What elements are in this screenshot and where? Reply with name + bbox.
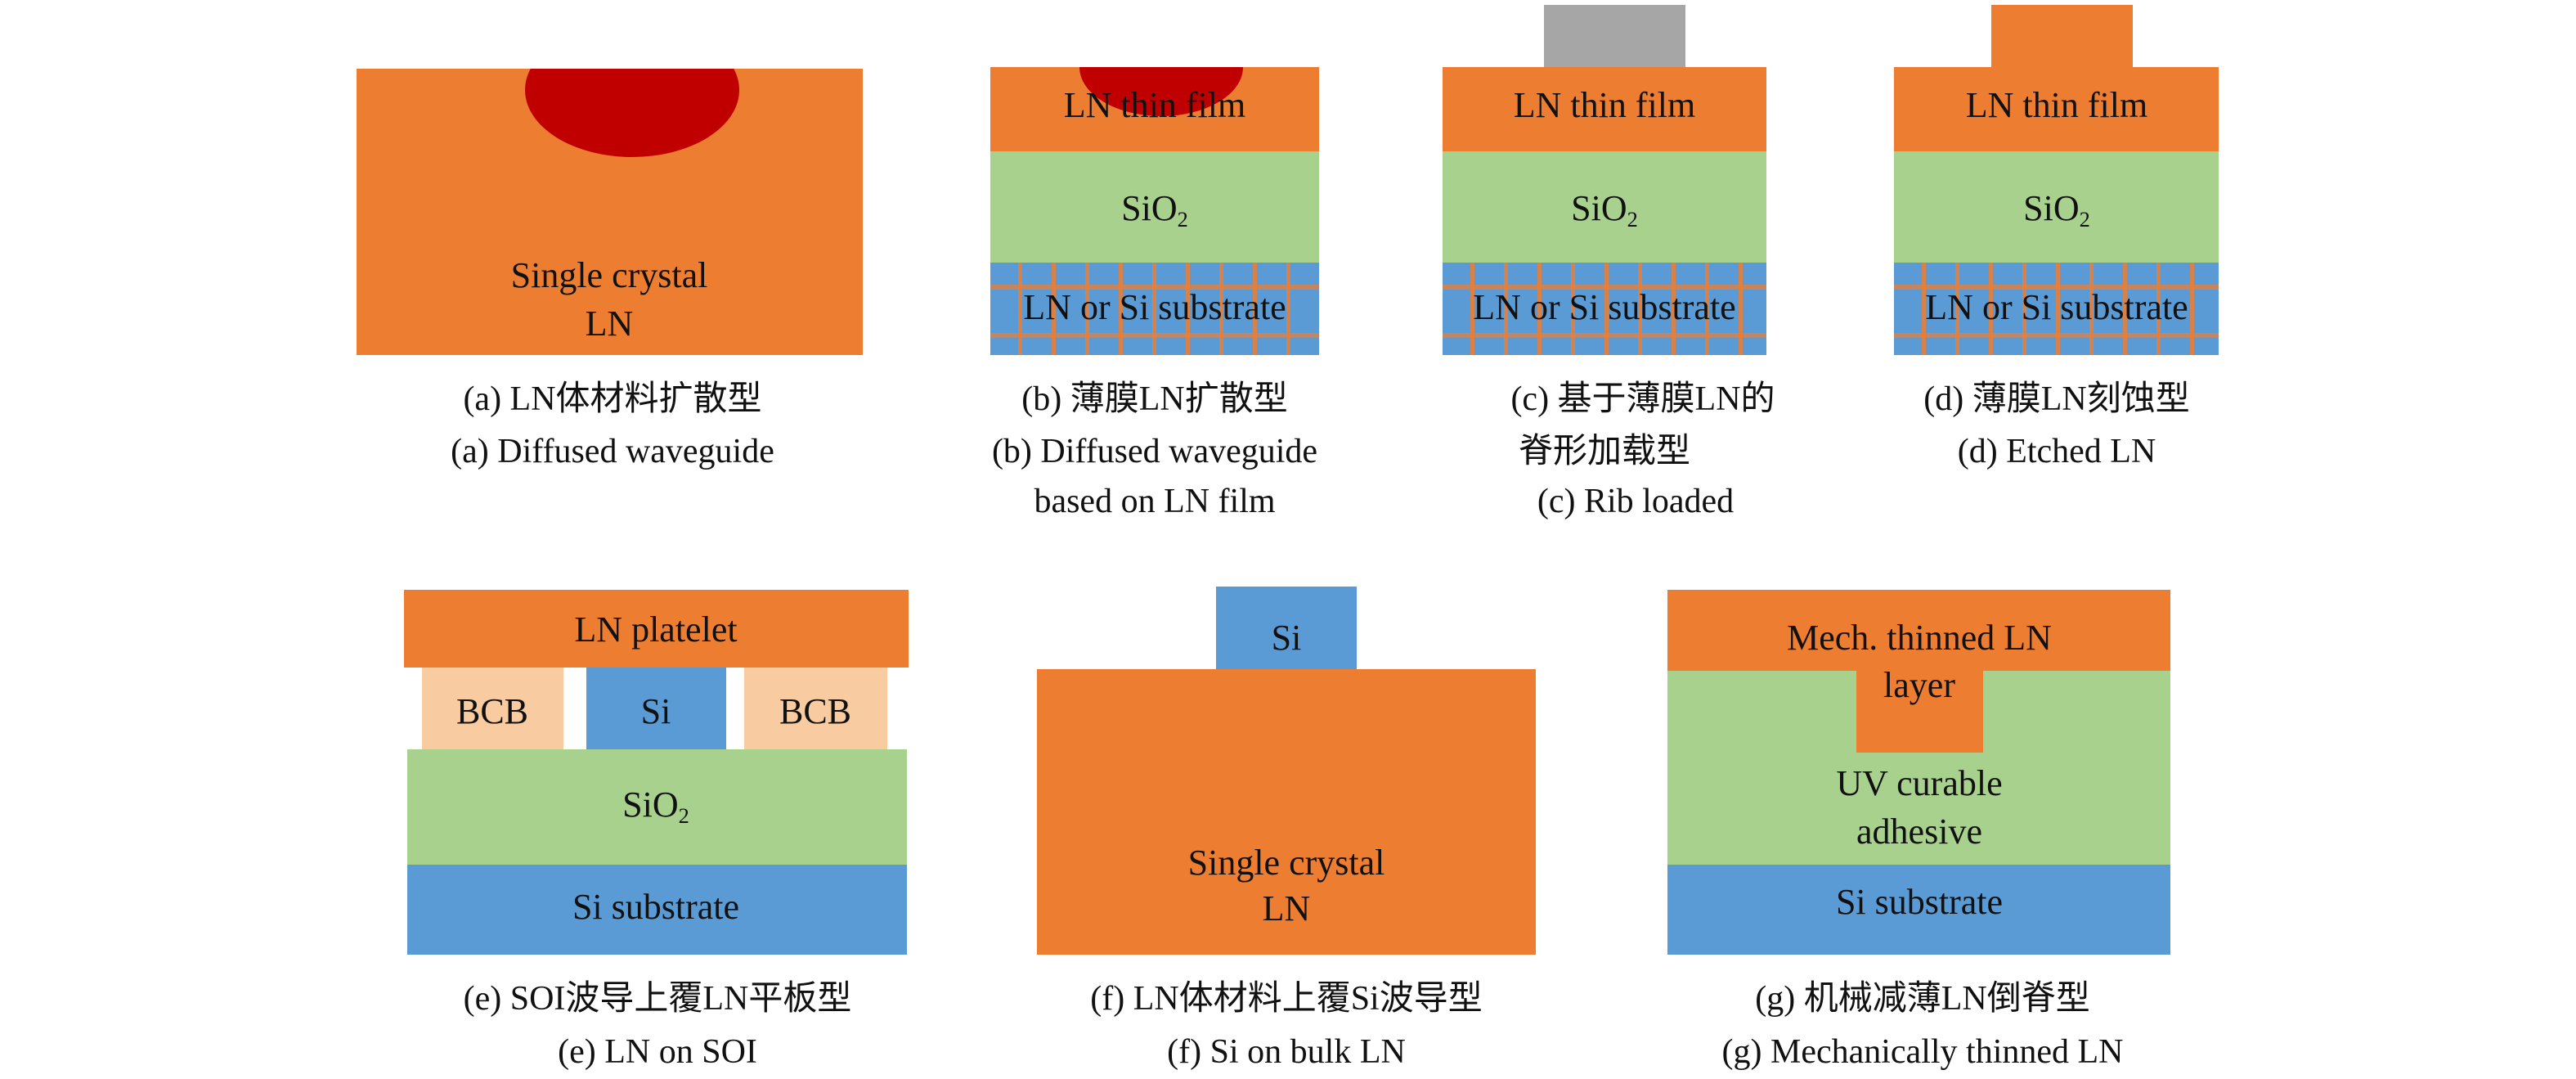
label-si: Si (640, 691, 671, 731)
caption-cn: (g) 机械减薄LN倒脊型 (1755, 980, 2090, 1018)
label-substrate: Si substrate (1835, 882, 2004, 922)
label-film: LN thin film (1513, 85, 1696, 125)
caption-en: (f) Si on bulk LN (1167, 1033, 1406, 1071)
rib-load (1544, 5, 1685, 67)
ln-thin-film-layer (1443, 67, 1766, 151)
caption-cn-1: (c) 基于薄膜LN的 (1510, 380, 1775, 418)
label-film: LN thin film (1063, 85, 1246, 125)
caption-en: (d) Etched LN (1957, 433, 2156, 470)
caption-cn: (a) LN体材料扩散型 (463, 380, 762, 418)
label-thinned-ln: Mech. thinned LN (1787, 618, 2052, 658)
si-substrate (1667, 865, 2170, 955)
label-sio2-base: SiO (1121, 187, 1178, 228)
caption-en: (g) Mechanically thinned LN (1721, 1033, 2124, 1071)
bcb-left (422, 668, 563, 753)
sio2-layer (1443, 151, 1766, 263)
caption-en: (c) Rib loaded (1537, 483, 1735, 520)
label-sio2-sub: 2 (2079, 206, 2090, 232)
ln-thin-film-layer (990, 67, 1319, 151)
label-bcb-left: BCB (456, 691, 529, 731)
caption-en: (a) Diffused waveguide (451, 433, 774, 470)
ln-platelet (404, 590, 909, 668)
bulk-ln-block (357, 69, 863, 355)
sio2-layer (407, 749, 907, 865)
caption-en-2: based on LN film (1034, 483, 1276, 520)
etched-ridge (1991, 5, 2133, 69)
label-sio2: SiO2 (1571, 187, 1638, 232)
label-sio2: SiO2 (622, 784, 689, 828)
label-adhesive: adhesive (1856, 811, 1982, 852)
si-waveguide (1216, 587, 1357, 669)
label-sio2-sub: 2 (1177, 206, 1188, 232)
label-sio2: SiO2 (1121, 187, 1188, 232)
caption-en-1: (b) Diffused waveguide (991, 433, 1318, 470)
label-ln: LN (585, 303, 634, 344)
label-substrate: LN or Si substrate (1473, 287, 1736, 327)
caption-en: (e) LN on SOI (558, 1033, 757, 1071)
bulk-ln-block (1037, 669, 1536, 955)
caption-cn: (f) LN体材料上覆Si波导型 (1090, 980, 1483, 1018)
sio2-layer (1894, 151, 2219, 263)
thinned-ln-layer (1667, 590, 2170, 671)
substrate-layer (990, 263, 1319, 355)
label-bcb-right: BCB (779, 691, 852, 731)
label-uv-curable: UV curable (1836, 763, 2003, 803)
substrate-layer (1894, 263, 2219, 355)
label-si: Si (1271, 618, 1302, 658)
label-single-crystal: Single crystal (1187, 843, 1385, 883)
label-platelet: LN platelet (574, 609, 738, 650)
caption-cn: (b) 薄膜LN扩散型 (1021, 380, 1288, 418)
caption-cn: (e) SOI波导上覆LN平板型 (463, 980, 852, 1018)
label-substrate: LN or Si substrate (1925, 287, 2188, 327)
label-sio2-sub: 2 (678, 803, 689, 828)
caption-cn-2: 脊形加载型 (1518, 433, 1691, 470)
label-substrate: LN or Si substrate (1023, 287, 1286, 327)
label-layer: layer (1883, 665, 1955, 705)
bcb-right (744, 668, 887, 753)
si-waveguide (586, 668, 726, 753)
label-ln: LN (1262, 888, 1311, 928)
si-substrate (407, 865, 907, 955)
label-sio2-base: SiO (2023, 187, 2080, 228)
label-sio2-base: SiO (622, 784, 679, 825)
diffused-region (525, 69, 739, 157)
ln-thin-film-layer (1894, 67, 2219, 151)
sio2-layer (990, 151, 1319, 263)
caption-cn: (d) 薄膜LN刻蚀型 (1923, 380, 2190, 418)
label-sio2-base: SiO (1571, 187, 1627, 228)
label-single-crystal: Single crystal (510, 255, 708, 295)
label-film: LN thin film (1965, 85, 2148, 125)
inverted-ridge (1856, 669, 1983, 753)
label-sio2: SiO2 (2023, 187, 2090, 232)
label-substrate: Si substrate (572, 887, 740, 927)
label-sio2-sub: 2 (1627, 206, 1638, 232)
substrate-layer (1443, 263, 1766, 355)
